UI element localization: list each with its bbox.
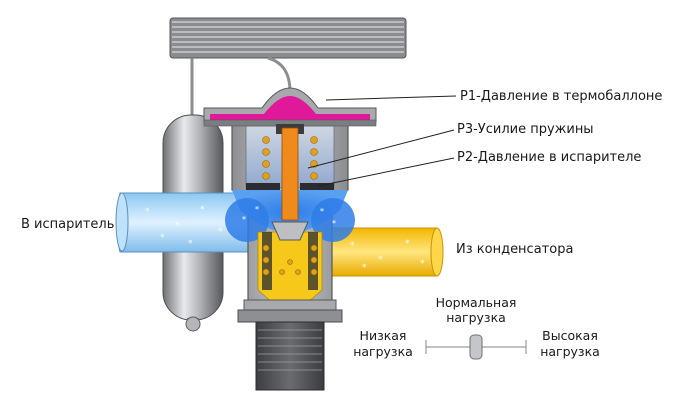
diaphragm-head [203,87,377,127]
label-p1: P1-Давление в термобаллоне [460,89,662,104]
label-p3: P3-Усилие пружины [457,122,594,137]
load-slider[interactable]: Нормальная нагрузка Низкая нагрузка Высо… [353,295,600,360]
svg-text:*: * [242,215,246,224]
label-high-load-line2: нагрузка [540,344,600,359]
label-to-evaporator: В испаритель [21,217,114,232]
leader-p2 [317,157,455,187]
threaded-base [237,299,343,391]
svg-text:*: * [332,219,336,228]
svg-text:*: * [378,255,383,265]
inlet-pipe-from-condenser: * * * * * [329,227,444,277]
label-normal-load-line1: Нормальная [436,295,517,310]
svg-text:*: * [145,207,150,217]
svg-text:*: * [175,221,180,231]
spring [262,136,318,276]
label-low-load-line2: нагрузка [353,344,413,359]
label-p2: P2-Давление в испарителе [457,150,641,165]
outlet-pipe-to-evaporator: * * * * * * [115,192,253,253]
slider-thumb[interactable] [469,334,483,360]
svg-text:*: * [320,207,324,216]
capillary-tube-head [267,56,292,93]
label-low-load-line1: Низкая [360,328,407,343]
svg-text:*: * [200,205,205,215]
svg-text:*: * [188,239,193,249]
label-high-load-line1: Высокая [542,328,598,343]
svg-text:*: * [420,259,425,269]
label-from-condenser: Из конденсатора [456,242,573,257]
label-normal-load-line2: нагрузка [446,310,506,325]
leader-p1 [325,95,457,101]
svg-text:*: * [362,263,367,273]
svg-text:*: * [160,233,165,243]
svg-text:*: * [255,205,259,214]
svg-text:*: * [218,227,223,237]
svg-text:*: * [350,241,355,251]
svg-text:*: * [405,239,410,249]
leader-p3 [307,129,455,169]
valve-stem [271,124,309,241]
capillary-coil [169,17,407,59]
